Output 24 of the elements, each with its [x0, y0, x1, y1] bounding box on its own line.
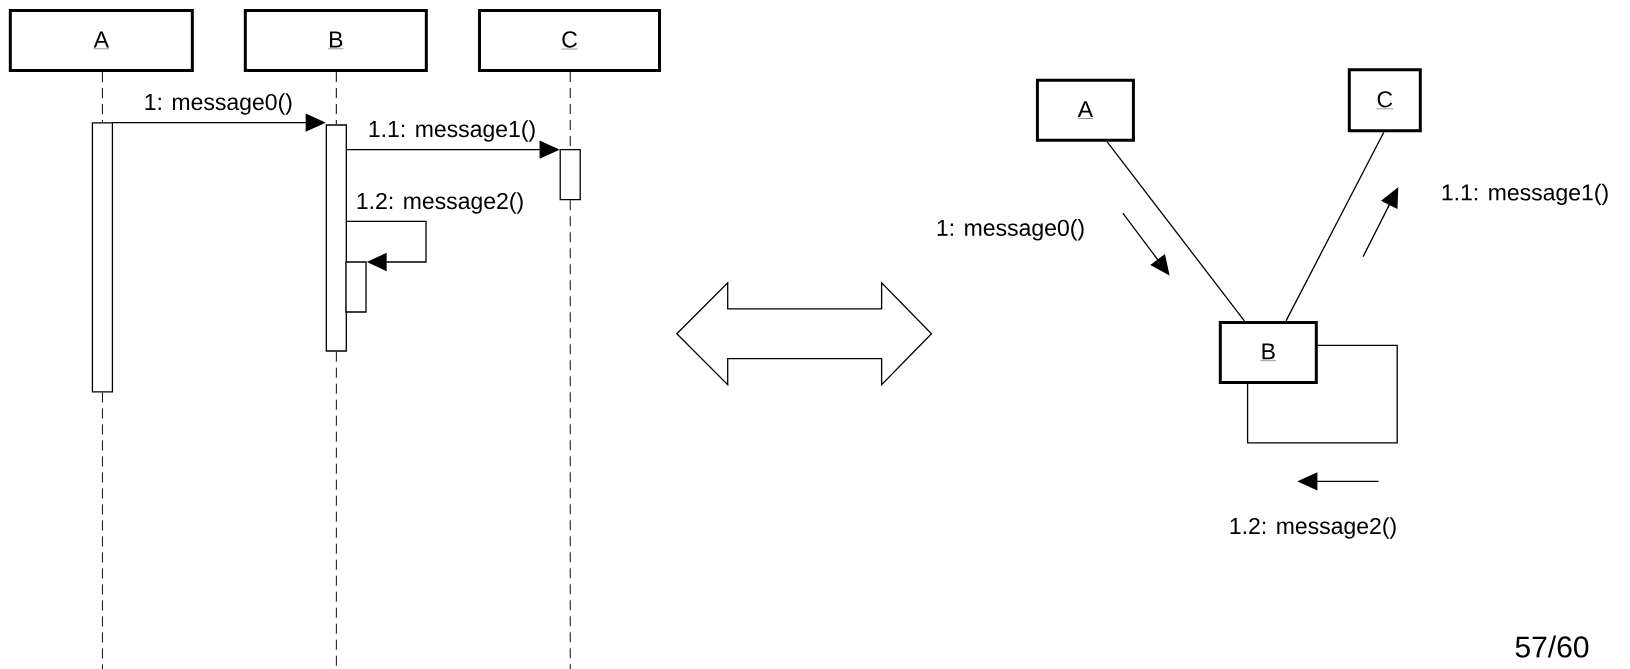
object-box: B — [1218, 320, 1318, 384]
connector-line — [1285, 131, 1385, 322]
message-arrow — [346, 220, 427, 272]
object-box: A — [1035, 78, 1135, 142]
connector-line — [1106, 141, 1246, 322]
edge-label: 1.1: message1() — [367, 120, 537, 142]
lifeline — [569, 199, 571, 669]
object-box: C — [1347, 68, 1422, 133]
lifeline — [101, 391, 103, 669]
message-label: 1.2: message2() — [1230, 517, 1396, 539]
lifeline — [335, 71, 337, 125]
object-box: A — [8, 9, 194, 72]
lifeline — [101, 71, 103, 123]
message-label: 1.1: message1() — [1442, 183, 1608, 206]
activation-bar — [345, 261, 367, 313]
connector-line — [1246, 344, 1398, 444]
edge-label: 1.2: message2() — [355, 192, 525, 214]
object-box: B — [243, 9, 428, 72]
message-label: 1: message0() — [937, 219, 1084, 241]
object-box: C — [478, 9, 661, 72]
edge-label: 1: message0() — [143, 93, 293, 115]
page-number: 57/60 — [1515, 635, 1589, 658]
activation-bar — [559, 148, 581, 201]
activation-bar — [91, 122, 114, 393]
